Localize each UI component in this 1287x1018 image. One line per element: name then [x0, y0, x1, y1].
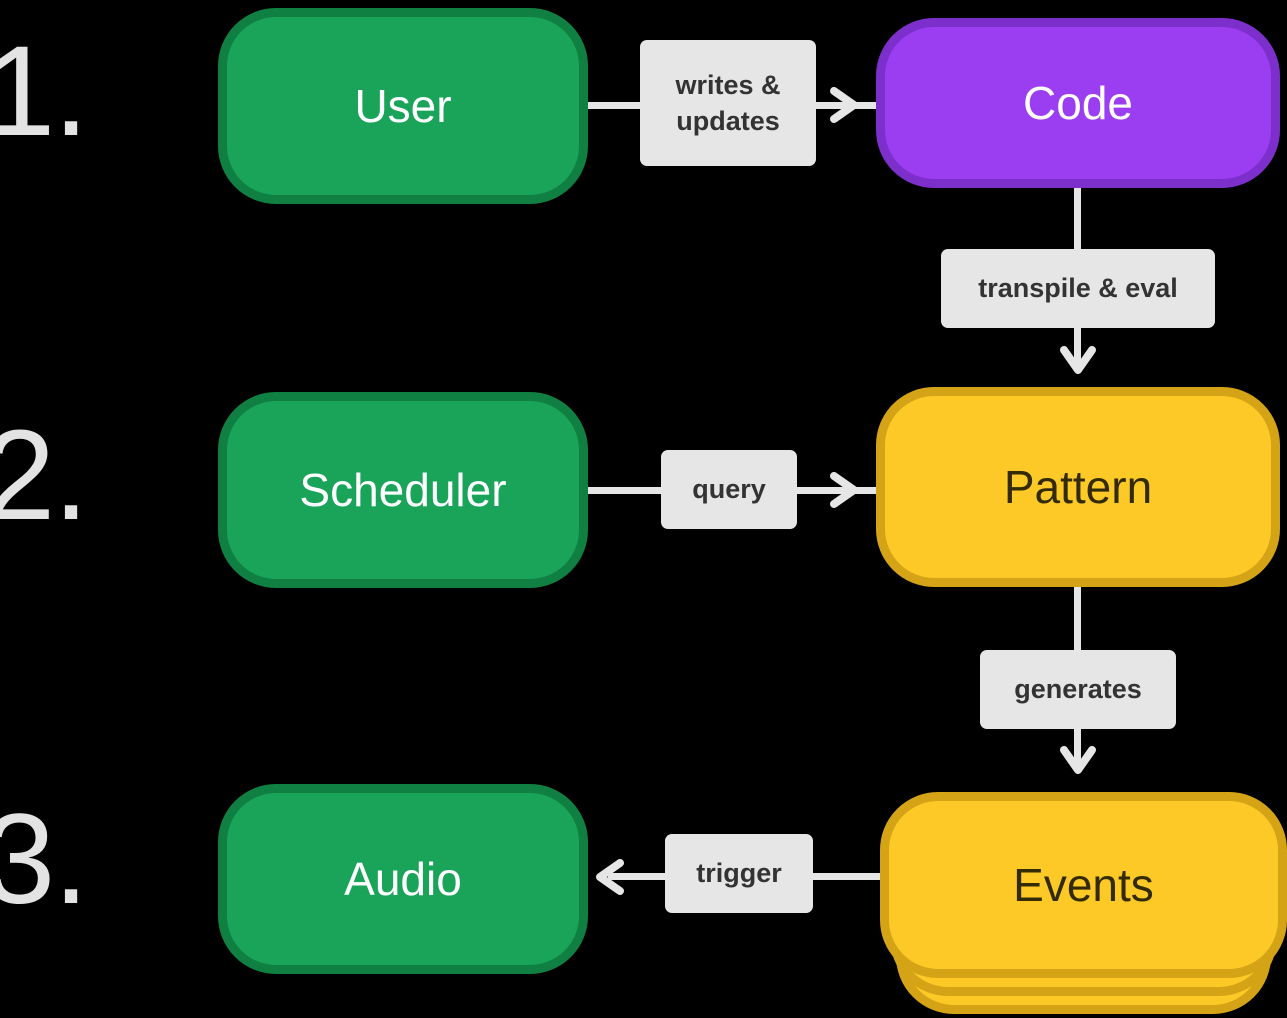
edge-label-writes-updates: writes & updates: [640, 40, 816, 166]
step-number-3: 3.: [0, 788, 89, 931]
edge-label-trigger: trigger: [665, 834, 813, 913]
arrowhead-down-pattern-events: [1058, 742, 1098, 782]
node-events-label: Events: [1013, 859, 1154, 911]
edge-label-query: query: [661, 450, 797, 529]
node-code-label: Code: [1023, 76, 1133, 129]
node-audio[interactable]: Audio: [218, 784, 588, 974]
arrowhead-down-code-pattern: [1058, 342, 1098, 382]
arrowhead-left-events-audio: [592, 857, 632, 897]
edge-label-generates: generates: [980, 650, 1176, 729]
node-pattern[interactable]: Pattern: [876, 387, 1280, 587]
node-user-label: User: [354, 79, 452, 132]
node-audio-label: Audio: [344, 852, 462, 905]
arrowhead-right-user-code: [828, 85, 868, 125]
node-scheduler[interactable]: Scheduler: [218, 392, 588, 588]
node-events-stack-layer-1: Events: [880, 792, 1287, 978]
node-user[interactable]: User: [218, 8, 588, 204]
edge-label-transpile-eval: transpile & eval: [941, 249, 1215, 328]
node-scheduler-label: Scheduler: [299, 463, 507, 516]
node-code[interactable]: Code: [876, 18, 1280, 188]
step-number-2: 2.: [0, 404, 89, 547]
node-pattern-label: Pattern: [1003, 460, 1153, 513]
node-events[interactable]: Events: [880, 780, 1287, 1018]
step-number-1: 1.: [0, 20, 89, 163]
arrowhead-right-scheduler-pattern: [828, 470, 868, 510]
